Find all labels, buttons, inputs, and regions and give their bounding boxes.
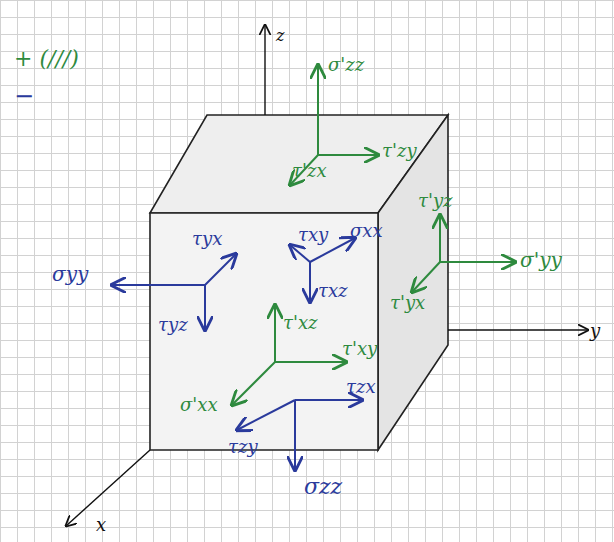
x-axis	[66, 450, 150, 526]
stress-label: τyx	[192, 230, 222, 248]
stress-label: σyy	[52, 264, 88, 284]
stress-label: τzx	[346, 378, 376, 396]
stress-label: σ'yy	[520, 250, 562, 270]
stress-label: σzz	[304, 476, 342, 498]
stress-label: τzy	[228, 438, 258, 456]
axis-label: y	[590, 322, 600, 340]
stress-label: τxy	[298, 226, 328, 244]
stress-label: τ'zy	[382, 142, 417, 160]
bottom-arrows	[237, 400, 362, 470]
stress-label: σ'zz	[328, 56, 364, 74]
sign-note: −	[14, 84, 34, 108]
y-axis	[448, 329, 588, 330]
axis-label: x	[96, 516, 106, 534]
stress-label: τ'xy	[342, 340, 377, 358]
front-face	[150, 213, 378, 450]
axis-label: z	[276, 28, 284, 44]
front-green-arrows	[232, 305, 346, 405]
stress-label: τ'yx	[390, 294, 425, 312]
stress-label: τyz	[158, 316, 188, 334]
right-face	[378, 115, 448, 450]
right-arrows	[412, 215, 515, 292]
z-axis	[264, 25, 265, 115]
top-arrows	[290, 65, 378, 185]
stress-label: τ'yz	[418, 192, 453, 210]
front-blue-arrows	[290, 238, 355, 302]
stress-label: τ'zx	[292, 162, 327, 180]
stress-label: τxz	[318, 282, 348, 300]
stress-label: σ'xx	[180, 396, 218, 414]
sign-note: + (///)	[14, 48, 79, 70]
stress-label: τ'xz	[283, 314, 318, 332]
stress-label: σxx	[350, 222, 383, 240]
